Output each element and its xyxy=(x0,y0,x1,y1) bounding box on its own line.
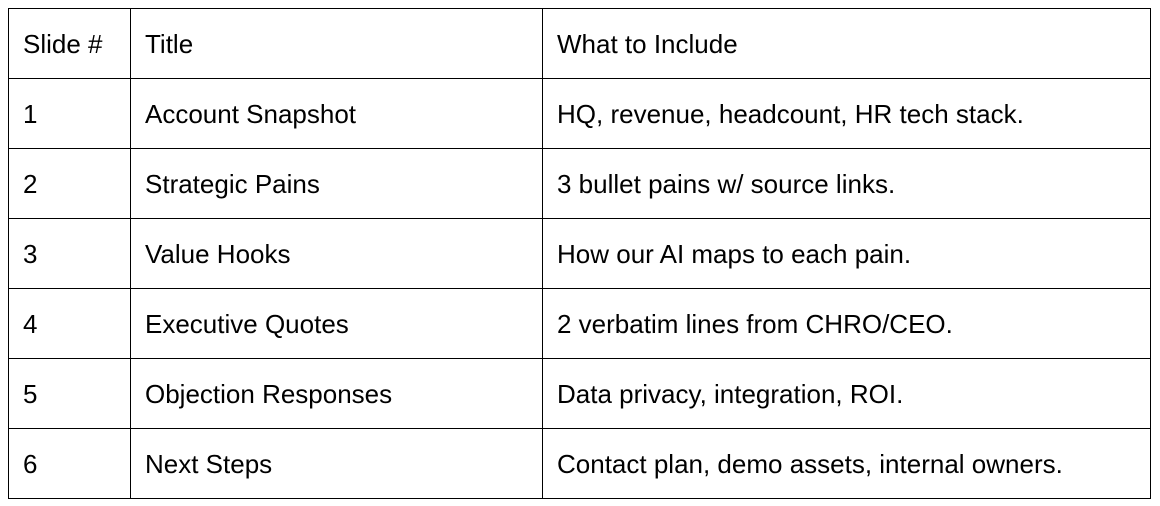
slide-number-cell: 4 xyxy=(8,288,131,359)
slide-title-cell: Objection Responses xyxy=(130,358,543,429)
slide-title-cell: Account Snapshot xyxy=(130,78,543,149)
slide-content-cell: 2 verbatim lines from CHRO/CEO. xyxy=(542,288,1151,359)
table-row: 2 Strategic Pains 3 bullet pains w/ sour… xyxy=(8,148,1151,219)
slide-content-cell: How our AI maps to each pain. xyxy=(542,218,1151,289)
slide-title-cell: Next Steps xyxy=(130,428,543,499)
slide-number-cell: 6 xyxy=(8,428,131,499)
slide-number-cell: 3 xyxy=(8,218,131,289)
table-header-row: Slide # Title What to Include xyxy=(8,8,1151,79)
slide-number-cell: 2 xyxy=(8,148,131,219)
slide-title-cell: Strategic Pains xyxy=(130,148,543,219)
table-row: 1 Account Snapshot HQ, revenue, headcoun… xyxy=(8,78,1151,149)
table-row: 5 Objection Responses Data privacy, inte… xyxy=(8,358,1151,429)
slide-content-cell: HQ, revenue, headcount, HR tech stack. xyxy=(542,78,1151,149)
header-title: Title xyxy=(130,8,543,79)
slide-plan-table: Slide # Title What to Include 1 Account … xyxy=(8,8,1151,499)
slide-content-cell: Contact plan, demo assets, internal owne… xyxy=(542,428,1151,499)
table-row: 3 Value Hooks How our AI maps to each pa… xyxy=(8,218,1151,289)
table-row: 6 Next Steps Contact plan, demo assets, … xyxy=(8,428,1151,499)
slide-content-cell: 3 bullet pains w/ source links. xyxy=(542,148,1151,219)
slide-number-cell: 1 xyxy=(8,78,131,149)
table-row: 4 Executive Quotes 2 verbatim lines from… xyxy=(8,288,1151,359)
header-slide-number: Slide # xyxy=(8,8,131,79)
slide-content-cell: Data privacy, integration, ROI. xyxy=(542,358,1151,429)
slide-number-cell: 5 xyxy=(8,358,131,429)
slide-title-cell: Value Hooks xyxy=(130,218,543,289)
slide-title-cell: Executive Quotes xyxy=(130,288,543,359)
header-what-to-include: What to Include xyxy=(542,8,1151,79)
